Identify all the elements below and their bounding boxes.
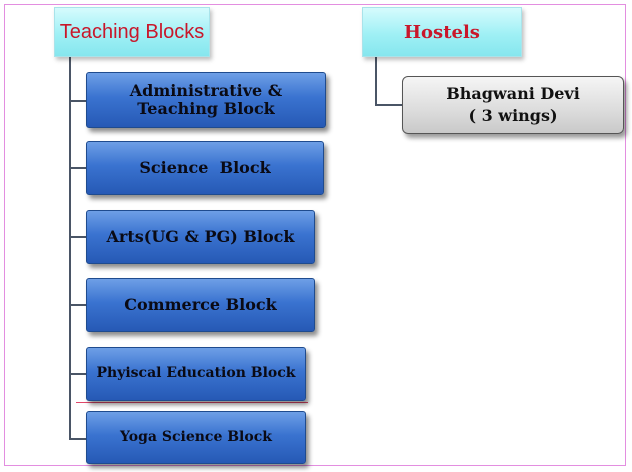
block-yoga-science-label: Yoga Science Block (120, 428, 272, 445)
block-physical-education: Phyiscal Education Block (86, 347, 306, 401)
connector-yoga (69, 438, 86, 440)
block-arts: Arts(UG & PG) Block (86, 210, 315, 264)
hostels-title: Hostels (404, 21, 480, 43)
connector-commerce (69, 304, 86, 306)
hostel-wings: ( 3 wings) (468, 106, 558, 125)
block-science: Science Block (86, 141, 324, 195)
block-physical-education-label: Phyiscal Education Block (96, 365, 296, 382)
block-administrative-line1: Administrative & (129, 81, 283, 101)
hostel-bhagwani-devi: Bhagwani Devi ( 3 wings) (402, 76, 624, 134)
teaching-trunk-line (69, 57, 71, 440)
block-commerce-label: Commerce Block (124, 295, 277, 315)
connector-science (69, 167, 86, 169)
hostel-name: Bhagwani Devi (446, 84, 580, 104)
connector-physical (69, 373, 86, 375)
block-commerce: Commerce Block (86, 278, 315, 332)
teaching-blocks-heading: Teaching Blocks (54, 7, 210, 57)
block-yoga-science: Yoga Science Block (86, 411, 306, 464)
connector-hostel (375, 104, 403, 106)
hostels-trunk-line (375, 57, 377, 105)
hostels-heading: Hostels (362, 7, 522, 57)
diagram-frame (4, 4, 626, 466)
block-administrative: Administrative & Teaching Block (86, 72, 326, 128)
teaching-blocks-title: Teaching Blocks (59, 20, 205, 43)
connector-admin (69, 100, 86, 102)
block-science-label: Science Block (139, 158, 271, 178)
connector-arts (69, 236, 86, 238)
block-arts-label: Arts(UG & PG) Block (106, 227, 295, 247)
block-administrative-line2: Teaching Block (137, 99, 275, 118)
divider-line (76, 402, 308, 403)
